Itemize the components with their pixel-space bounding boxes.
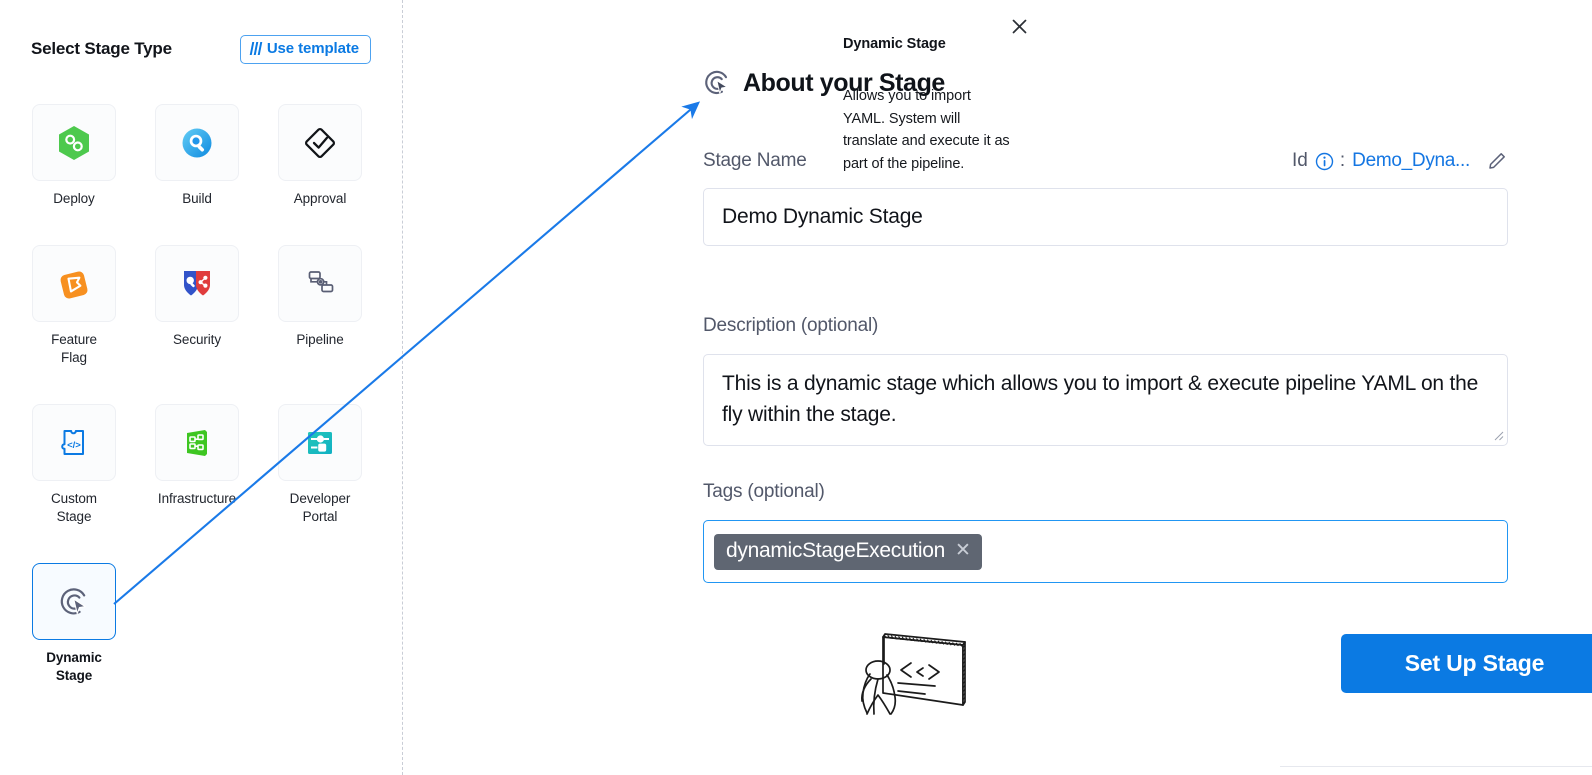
about-your-stage-header: About your Stage (702, 68, 945, 98)
infrastructure-cube-icon (187, 429, 207, 456)
tags-label: Tags (optional) (703, 481, 825, 502)
approval-diamond-check-icon (304, 127, 336, 158)
stage-type-grid: Deploy Build (31, 104, 363, 685)
stage-card-build[interactable] (155, 104, 239, 181)
remove-tag-icon[interactable]: ✕ (955, 540, 971, 561)
stage-card-approval[interactable] (278, 104, 362, 181)
left-panel-header: Select Stage Type Use template (31, 34, 371, 64)
stage-type-pipeline[interactable]: Pipeline (277, 245, 363, 367)
use-template-button[interactable]: Use template (239, 34, 371, 64)
stage-label-custom-stage: Custom Stage (51, 491, 97, 524)
stage-info-panel: Dynamic Stage Allows you to import YAML.… (403, 0, 1026, 775)
pencil-edit-icon[interactable] (1486, 150, 1508, 172)
feature-flag-icon (60, 271, 88, 298)
svg-text:</>: </> (67, 440, 81, 451)
stage-name-label: Stage Name (703, 150, 807, 171)
tag-chip-label: dynamicStageExecution (726, 538, 945, 562)
custom-stage-puzzle-icon: </> (61, 429, 84, 455)
stage-label-deploy: Deploy (53, 191, 95, 206)
stage-card-deploy[interactable] (32, 104, 116, 181)
stage-name-row: Stage Name Id : Demo_Dyna... (703, 145, 1508, 177)
stage-type-deploy[interactable]: Deploy (31, 104, 117, 208)
stage-id-separator: : (1339, 150, 1346, 171)
use-template-label: Use template (266, 40, 359, 57)
stage-type-feature-flag[interactable]: Feature Flag (31, 245, 117, 367)
stage-label-security: Security (173, 332, 221, 347)
stage-type-dynamic-stage[interactable]: Dynamic Stage (31, 563, 117, 685)
template-bars-icon (249, 42, 263, 55)
stage-type-custom-stage[interactable]: </> Custom Stage (31, 404, 117, 526)
stage-id-value: Demo_Dyna... (1352, 150, 1470, 171)
build-magnifier-icon (182, 128, 212, 157)
stage-label-feature-flag: Feature Flag (51, 332, 97, 365)
stage-type-developer-portal[interactable]: Developer Portal (277, 404, 363, 526)
about-your-stage-panel: About your Stage Stage Name Id : Demo_Dy… (640, 0, 1592, 775)
stage-label-approval: Approval (293, 191, 347, 206)
stage-label-pipeline: Pipeline (296, 332, 344, 347)
description-label: Description (optional) (703, 315, 879, 336)
pipeline-nodes-icon (308, 270, 334, 292)
left-panel: Select Stage Type Use template (0, 0, 402, 775)
stage-info-description: Allows you to import YAML. System will t… (843, 88, 1010, 172)
stage-card-pipeline[interactable] (278, 245, 362, 322)
stage-label-build: Build (182, 191, 212, 206)
stage-name-input[interactable] (703, 188, 1508, 246)
page-title: Select Stage Type (31, 39, 172, 58)
stage-card-infrastructure[interactable] (155, 404, 239, 481)
stage-id-label: Id (1292, 150, 1308, 171)
panel-bottom-divider (1280, 766, 1592, 767)
stage-label-infrastructure: Infrastructure (157, 491, 237, 506)
stage-card-dynamic-stage[interactable] (32, 563, 116, 640)
dynamic-stage-target-cursor-icon (705, 70, 728, 95)
stage-card-developer-portal[interactable] (278, 404, 362, 481)
about-your-stage-title: About your Stage (743, 68, 945, 97)
set-up-stage-button[interactable]: Set Up Stage (1341, 634, 1592, 693)
stage-id-group: Id : Demo_Dyna... (1292, 150, 1508, 172)
tags-input[interactable]: dynamicStageExecution ✕ (703, 520, 1508, 583)
stage-info-title: Dynamic Stage (843, 36, 946, 52)
security-shields-icon (184, 270, 210, 295)
deploy-hexagon-icon (59, 125, 89, 160)
tag-chip[interactable]: dynamicStageExecution ✕ (714, 533, 982, 570)
developer-portal-icon (308, 431, 332, 454)
stage-type-build[interactable]: Build (154, 104, 240, 208)
info-circle-icon[interactable] (1315, 152, 1334, 171)
stage-type-security[interactable]: Security (154, 245, 240, 367)
stage-type-infrastructure[interactable]: Infrastructure (154, 404, 240, 526)
stage-card-custom-stage[interactable]: </> (32, 404, 116, 481)
description-textarea[interactable] (703, 354, 1508, 446)
stage-label-dynamic-stage: Dynamic Stage (46, 650, 102, 683)
person-presenting-code-whiteboard-illustration (861, 633, 966, 715)
dynamic-stage-target-cursor-icon (60, 587, 86, 614)
stage-label-developer-portal: Developer Portal (289, 491, 351, 524)
stage-card-feature-flag[interactable] (32, 245, 116, 322)
stage-type-approval[interactable]: Approval (277, 104, 363, 208)
stage-card-security[interactable] (155, 245, 239, 322)
close-icon[interactable] (1007, 14, 1031, 38)
